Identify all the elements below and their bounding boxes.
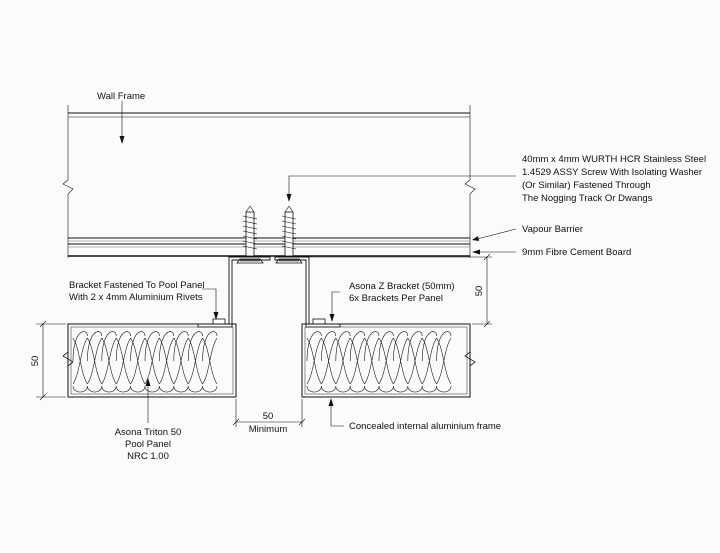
bracket-fastened-line-1: Bracket Fastened To Pool Panel	[69, 280, 205, 291]
bracket-depth-dimension: 50	[309, 253, 492, 328]
panel-thickness-value: 50	[30, 356, 41, 367]
panel-thickness-dimension: 50	[30, 320, 66, 401]
pool-panel-left	[62, 323, 237, 398]
gap-dimension: 50 Minimum	[232, 399, 306, 435]
screw-note-line-4: The Nogging Track Or Dwangs	[522, 193, 653, 204]
pool-panel-line-3: NRC 1.00	[127, 451, 169, 462]
screw-note-line-1: 40mm x 4mm WURTH HCR Stainless Steel	[522, 154, 706, 165]
screw-note-line-2: 1.4529 ASSY Screw With Isolating Washer	[522, 167, 702, 178]
z-bracket-note: Asona Z Bracket (50mm) 6x Brackets Per P…	[349, 281, 455, 304]
vapour-barrier-label: Vapour Barrier	[522, 224, 583, 235]
pool-panel-right	[301, 323, 476, 398]
leaders	[119, 101, 517, 427]
pool-panel-line-1: Asona Triton 50	[115, 427, 182, 438]
wall-frame-label: Wall Frame	[97, 91, 145, 102]
screw-right	[275, 205, 303, 264]
pool-panel-note: Asona Triton 50 Pool Panel NRC 1.00	[115, 427, 182, 462]
gap-note: Minimum	[249, 424, 288, 435]
wall-frame	[62, 105, 476, 258]
pool-panel-line-2: Pool Panel	[125, 439, 171, 450]
bracket-depth-value: 50	[474, 286, 485, 297]
screw-note-line-3: (Or Similar) Fastened Through	[522, 180, 651, 191]
z-bracket-left	[197, 256, 271, 328]
z-bracket-right	[274, 256, 341, 328]
fibre-cement-label: 9mm Fibre Cement Board	[522, 247, 631, 258]
screw-left	[236, 205, 264, 264]
fibre-cement-board	[68, 237, 470, 257]
internal-frame-label: Concealed internal aluminium frame	[349, 421, 501, 432]
bracket-fastened-note: Bracket Fastened To Pool Panel With 2 x …	[69, 280, 205, 303]
bracket-fastened-line-2: With 2 x 4mm Aluminium Rivets	[69, 292, 203, 303]
screw-note: 40mm x 4mm WURTH HCR Stainless Steel 1.4…	[522, 154, 706, 204]
z-bracket-line-1: Asona Z Bracket (50mm)	[349, 281, 455, 292]
gap-value: 50	[263, 411, 274, 422]
z-bracket-line-2: 6x Brackets Per Panel	[349, 293, 443, 304]
